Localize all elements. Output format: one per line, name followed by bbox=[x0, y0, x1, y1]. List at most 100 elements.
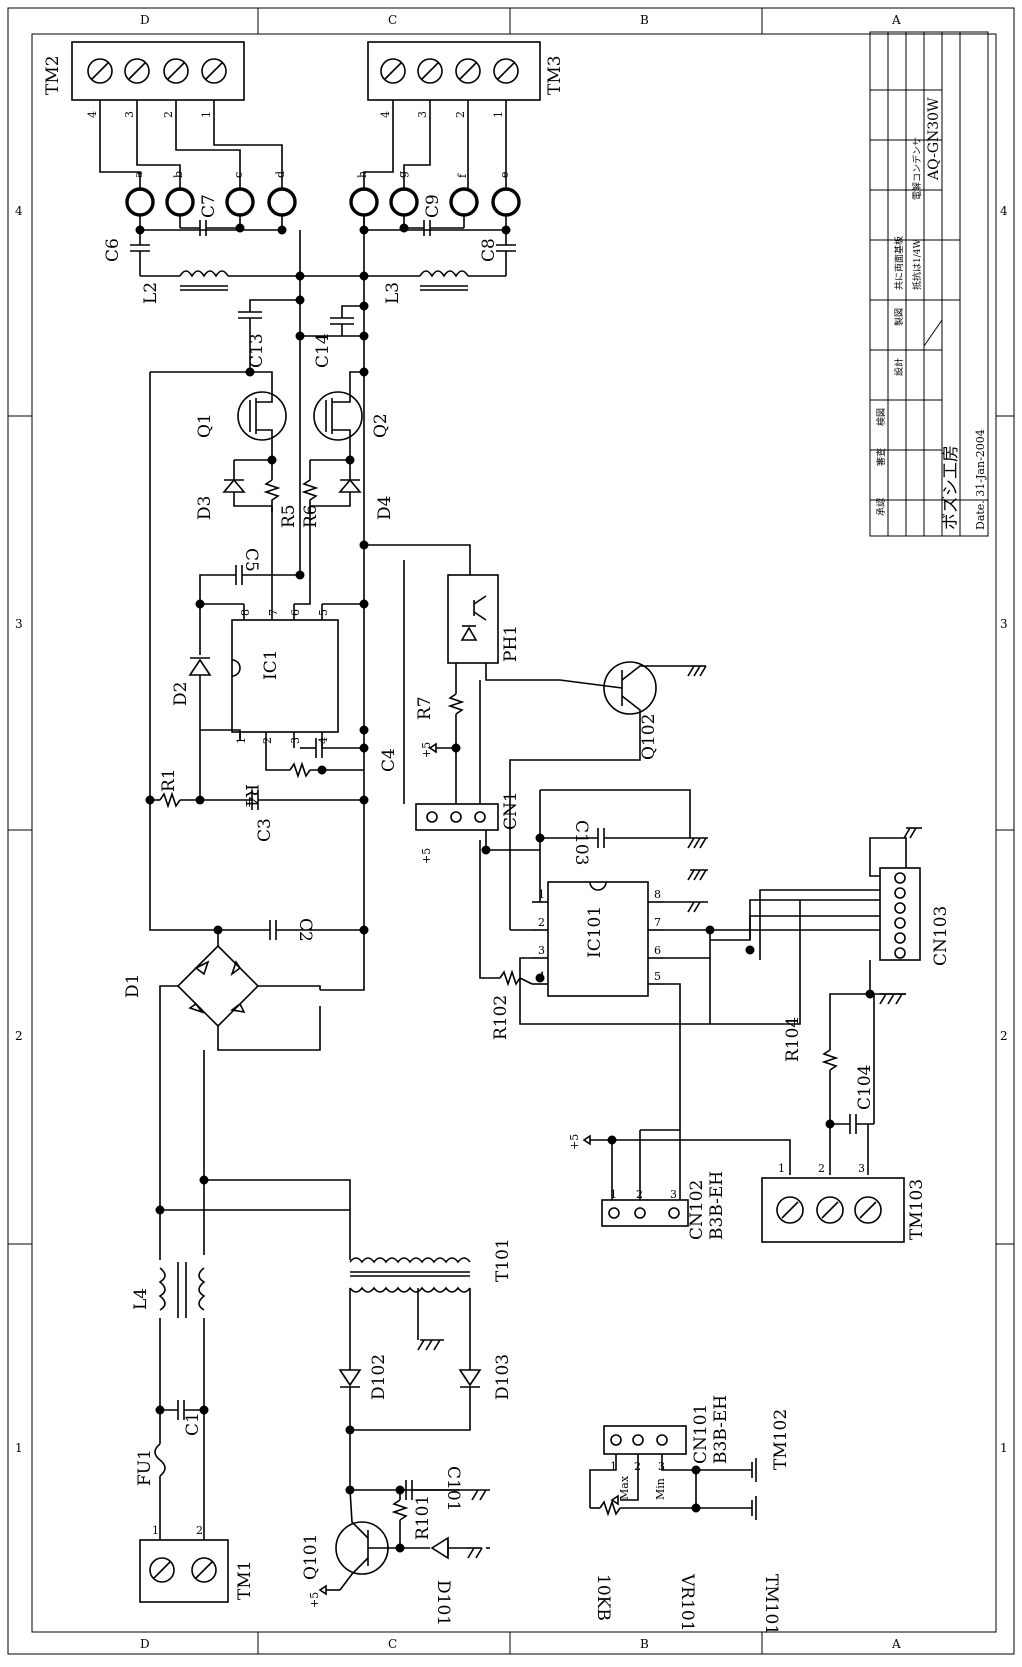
frame-top-letter: B bbox=[640, 13, 649, 27]
mosfet-q2 bbox=[313, 371, 364, 460]
label-q1: Q1 bbox=[195, 413, 215, 438]
power-input-wiring bbox=[154, 1050, 351, 1530]
label-r104: R104 bbox=[783, 1017, 803, 1062]
label-d3: D3 bbox=[195, 496, 215, 520]
junction bbox=[359, 301, 369, 311]
junction bbox=[295, 271, 305, 281]
junction bbox=[155, 1405, 165, 1415]
junction bbox=[235, 223, 245, 233]
frame-side-number: 2 bbox=[1000, 1029, 1008, 1043]
label-vr101: VR101 bbox=[677, 1573, 697, 1632]
junction bbox=[691, 1465, 701, 1475]
frame-top-letter: A bbox=[891, 13, 901, 27]
pin-number: 2 bbox=[454, 111, 467, 118]
pin-number: 3 bbox=[670, 1188, 677, 1201]
junction bbox=[359, 225, 369, 235]
label-c14: C14 bbox=[313, 333, 333, 368]
transformer-t101 bbox=[349, 1257, 471, 1351]
title-company: ボズシ工房 bbox=[941, 445, 961, 530]
pin-number: 1 bbox=[778, 1162, 785, 1175]
label-c6: C6 bbox=[103, 238, 123, 262]
label-d2: D2 bbox=[171, 682, 191, 706]
junction bbox=[345, 455, 355, 465]
pin-number: 3 bbox=[123, 111, 136, 118]
pin-number: 1 bbox=[200, 111, 213, 118]
label-b3b-eh-cn102: B3B-EH bbox=[707, 1171, 727, 1240]
terminal-letter: b bbox=[172, 171, 185, 178]
junction bbox=[199, 1175, 209, 1185]
label-r102: R102 bbox=[491, 995, 511, 1040]
frame-top-letter: D bbox=[140, 13, 150, 27]
frame-bottom-letter: C bbox=[388, 1637, 397, 1651]
bridge-d1 bbox=[159, 920, 364, 1210]
pin-number: 3 bbox=[538, 944, 545, 957]
title-note: 共に両面基板 bbox=[893, 236, 905, 290]
junction bbox=[277, 225, 287, 235]
terminal-letter: g bbox=[396, 171, 409, 178]
pin-number: 1 bbox=[610, 1188, 617, 1201]
junction bbox=[295, 295, 305, 305]
pin-number: 3 bbox=[289, 737, 302, 744]
supply-mark bbox=[428, 742, 456, 754]
regulator-section bbox=[318, 1480, 490, 1596]
label-cn101: CN101 bbox=[691, 1404, 711, 1464]
frame-side-number: 3 bbox=[1000, 617, 1008, 631]
pin-number: 1 bbox=[538, 888, 545, 901]
junction bbox=[359, 795, 369, 805]
label-r5: R5 bbox=[279, 504, 299, 528]
photocoupler-ph1 bbox=[447, 574, 560, 681]
diodes-d102-d103 bbox=[338, 1310, 482, 1490]
label-c8: C8 bbox=[479, 238, 499, 262]
pin-number: 2 bbox=[196, 1524, 203, 1537]
junction bbox=[359, 599, 369, 609]
pin-number: 5 bbox=[317, 609, 330, 616]
junction bbox=[359, 725, 369, 735]
label-c2: C2 bbox=[295, 918, 315, 942]
vr-min-label: Min bbox=[654, 1478, 667, 1500]
junction bbox=[501, 225, 511, 235]
pin-number: 2 bbox=[538, 916, 545, 929]
wires-terminals bbox=[99, 100, 507, 190]
pin-number: 4 bbox=[317, 737, 330, 744]
label-c1: C1 bbox=[183, 1412, 203, 1436]
label-tm103: TM103 bbox=[907, 1179, 927, 1240]
pin-number: 1 bbox=[492, 111, 505, 118]
label-l4: L4 bbox=[131, 1288, 151, 1310]
label-c9: C9 bbox=[423, 194, 443, 218]
junction bbox=[359, 540, 369, 550]
pin-number: 3 bbox=[858, 1162, 865, 1175]
label-r6: R6 bbox=[301, 504, 321, 528]
frame-side-number: 4 bbox=[1000, 204, 1008, 218]
resistor-r7 bbox=[447, 663, 465, 745]
pin-number: 4 bbox=[86, 111, 99, 118]
pin-number: 1 bbox=[152, 1524, 159, 1537]
label-c103: C103 bbox=[571, 820, 591, 865]
frame-side-number: 3 bbox=[15, 617, 23, 631]
terminal-letter: h bbox=[356, 171, 369, 178]
label-c7: C7 bbox=[199, 194, 219, 218]
label-cn102: CN102 bbox=[687, 1180, 707, 1240]
supply-label: +5 bbox=[420, 848, 433, 864]
title-note: 抵抗は1/4W bbox=[911, 239, 923, 290]
pin-number: 1 bbox=[235, 737, 248, 744]
supply-label: +5 bbox=[420, 742, 433, 758]
junction bbox=[607, 1135, 617, 1145]
label-q102: Q102 bbox=[639, 714, 659, 760]
junction bbox=[345, 1485, 355, 1495]
terminal-block-tm3 bbox=[367, 41, 541, 101]
capacitor-c5 bbox=[199, 565, 300, 604]
frame-bottom-letter: D bbox=[140, 1637, 150, 1651]
connector-cn1 bbox=[403, 680, 499, 840]
connector-cn101 bbox=[603, 1425, 687, 1455]
junction bbox=[359, 331, 369, 341]
junction bbox=[295, 331, 305, 341]
label-ic1: IC1 bbox=[261, 649, 281, 680]
terminal-letter: a bbox=[132, 171, 145, 178]
junction bbox=[345, 1425, 355, 1435]
junction bbox=[135, 225, 145, 235]
title-row-label: 検図 bbox=[875, 408, 887, 426]
title-block: 承認 審査 検図 設計 製図 共に両面基板 抵抗は1/4W 電解コンデンサ ボズ… bbox=[869, 31, 989, 537]
label-c104: C104 bbox=[855, 1065, 875, 1110]
title-note: 電解コンデンサ bbox=[911, 137, 923, 200]
